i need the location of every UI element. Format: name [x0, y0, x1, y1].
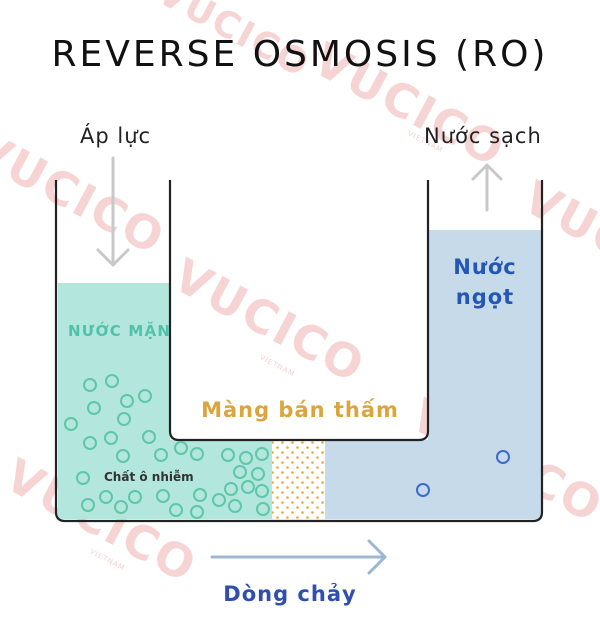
fresh-water-bubbles	[416, 450, 510, 497]
particle	[233, 465, 247, 479]
particle	[190, 447, 204, 461]
particle	[120, 394, 134, 408]
particle	[239, 451, 253, 465]
vessel-outline	[54, 180, 544, 523]
pressure-label: Áp lực	[80, 124, 152, 148]
bubble	[416, 483, 430, 497]
particle	[251, 467, 265, 481]
particle	[116, 449, 130, 463]
particle	[117, 412, 131, 426]
particle	[212, 493, 226, 507]
particle	[256, 502, 270, 516]
particle	[174, 441, 188, 455]
particle	[128, 490, 142, 504]
particle	[99, 490, 113, 504]
particle	[169, 503, 183, 517]
contaminant-particles	[64, 374, 270, 519]
arrow-up-icon	[471, 163, 503, 212]
particle	[83, 378, 97, 392]
particle	[221, 448, 235, 462]
particle	[64, 417, 78, 431]
particle	[83, 436, 97, 450]
particle	[105, 374, 119, 388]
particle	[76, 471, 90, 485]
particle	[255, 484, 269, 498]
arrow-down-icon	[96, 156, 130, 267]
fresh-water-bottom	[325, 440, 428, 519]
vessel-divider	[168, 180, 430, 442]
particle	[255, 447, 269, 461]
membrane-zone	[272, 440, 325, 519]
particle	[114, 500, 128, 514]
clean-water-label: Nước sạch	[424, 124, 542, 148]
salt-water-label: NƯỚC MẶN	[68, 322, 172, 340]
diagram-title: REVERSE OSMOSIS (RO)	[51, 34, 549, 75]
bubble	[496, 450, 510, 464]
particle	[154, 448, 168, 462]
fresh-water-area	[428, 230, 542, 519]
fresh-water-label-line1: Nước	[453, 255, 517, 279]
particle	[190, 505, 204, 519]
particle	[81, 498, 95, 512]
particle	[241, 480, 255, 494]
particle	[193, 488, 207, 502]
particle	[228, 499, 242, 513]
arrow-right-icon	[210, 539, 387, 575]
flow-label: Dòng chảy	[223, 582, 357, 606]
contaminants-label: Chất ô nhiễm	[104, 470, 194, 484]
fresh-water-label: Nước ngọt	[430, 252, 540, 312]
particle	[224, 482, 238, 496]
fresh-water-label-line2: ngọt	[455, 285, 515, 309]
particle	[104, 431, 118, 445]
membrane-label: Màng bán thấm	[201, 398, 399, 422]
particle	[142, 430, 156, 444]
particle	[138, 389, 152, 403]
particle	[156, 489, 170, 503]
particle	[87, 401, 101, 415]
